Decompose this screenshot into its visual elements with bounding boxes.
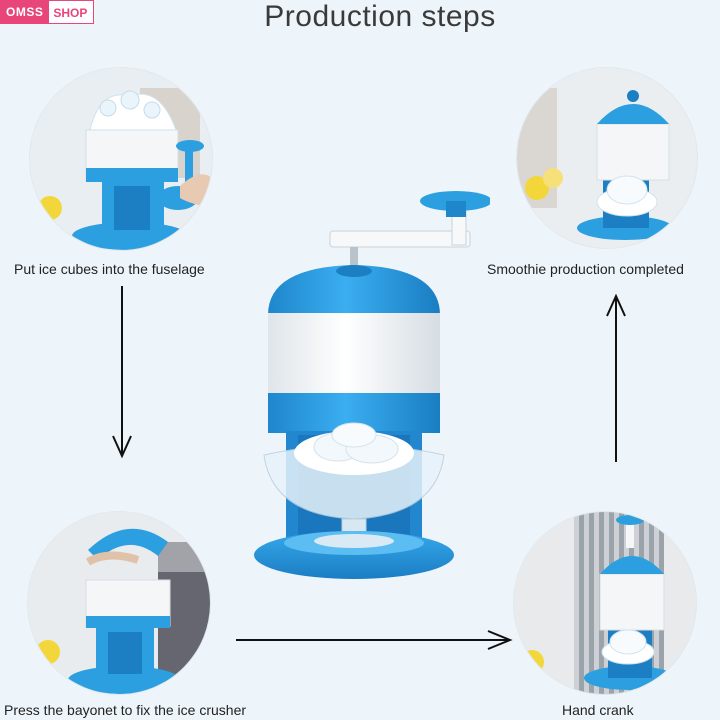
- arrow-right: [236, 628, 516, 652]
- shop-badge: OMSS SHOP: [0, 0, 95, 24]
- ice-crusher-product: [250, 185, 490, 585]
- step-3-image: [28, 512, 210, 694]
- step-2-label: Smoothie production completed: [487, 261, 684, 277]
- shop-badge-brand: OMSS: [0, 0, 50, 24]
- step-1-label: Put ice cubes into the fuselage: [14, 261, 205, 277]
- page-title: Production steps: [264, 0, 496, 33]
- arrow-down: [110, 286, 134, 462]
- step-4-image: [514, 512, 696, 694]
- step-3-label: Press the bayonet to fix the ice crusher: [4, 702, 247, 718]
- step-4-label: Hand crank: [562, 702, 634, 718]
- shop-badge-suffix: SHOP: [49, 0, 95, 24]
- step-1-image: [30, 68, 212, 250]
- step-2-image: [517, 68, 697, 248]
- arrow-up: [604, 290, 628, 466]
